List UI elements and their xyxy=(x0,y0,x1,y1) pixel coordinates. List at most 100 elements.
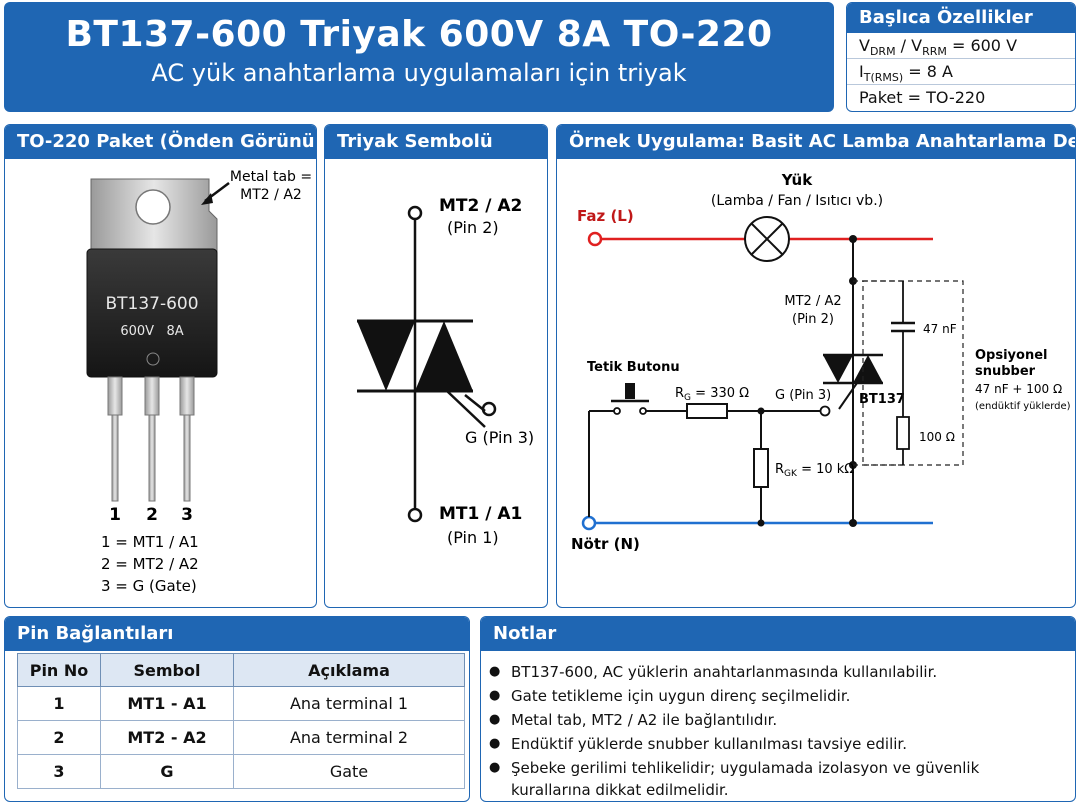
pins-heading: Pin Bağlantıları xyxy=(5,617,469,651)
title-banner: BT137-600 Triyak 600V 8A TO-220 AC yük a… xyxy=(4,2,834,112)
pin-legend-3: 3 = G (Gate) xyxy=(101,577,197,595)
phase-terminal xyxy=(587,231,603,247)
gate-terminal xyxy=(481,401,497,417)
notes-panel: Notlar BT137-600, AC yüklerin anahtarlan… xyxy=(480,616,1076,802)
lead-3 xyxy=(179,376,195,502)
list-item: Metal tab, MT2 / A2 ile bağlantılıdır. xyxy=(489,709,1061,731)
circuit-triac-down xyxy=(823,355,853,383)
snubber-box xyxy=(862,280,964,466)
pins-panel: Pin Bağlantıları Pin No Sembol Açıklama … xyxy=(4,616,470,802)
spec-voltage-value: = 600 V xyxy=(946,36,1018,55)
triac-triangle-up xyxy=(415,321,473,391)
rgk-label: RGK = 10 kΩ xyxy=(775,462,854,479)
body-part-text: BT137-600 xyxy=(105,294,198,314)
phase-label: Faz (L) xyxy=(577,207,634,225)
description-cell: Ana terminal 1 xyxy=(233,686,465,721)
specs-panel: Başlıca Özellikler VDRM / VRRM = 600 V I… xyxy=(846,2,1076,112)
circuit-mt2-label: MT2 / A2 xyxy=(784,294,841,309)
body-dot xyxy=(146,352,160,366)
pin-no-cell: 1 xyxy=(17,686,101,721)
rg-resistor xyxy=(686,403,728,419)
spec-vdrm-symbol: V xyxy=(859,36,870,55)
list-item: Endüktif yüklerde snubber kullanılması t… xyxy=(489,733,1061,755)
symbol-mt2-label: MT2 / A2 xyxy=(439,196,522,216)
notes-heading: Notlar xyxy=(481,617,1075,651)
metal-tab-label-2: MT2 / A2 xyxy=(240,187,302,203)
button-label: Tetik Butonu xyxy=(587,360,680,375)
rgk-resistor xyxy=(753,448,769,488)
snubber-resistor xyxy=(896,416,910,450)
col-description: Açıklama xyxy=(233,653,465,687)
circuit-triac-label: BT137 xyxy=(859,392,905,407)
circuit-diagram: Faz (L) Nötr (N) Yük (Lamba / Fan / Isıt… xyxy=(571,171,1071,553)
tab-arrow-head xyxy=(201,193,213,205)
circuit-panel: Örnek Uygulama: Basit AC Lamba Anahtarla… xyxy=(556,124,1076,608)
pin-no-cell: 2 xyxy=(17,720,101,755)
table-row: 1 MT1 - A1 Ana terminal 1 xyxy=(17,686,465,721)
symbol-mt1-label: MT1 / A1 xyxy=(439,504,522,524)
snubber-cap-label: 47 nF xyxy=(923,322,957,336)
pin-legend-1: 1 = MT1 / A1 xyxy=(101,533,199,551)
specs-heading: Başlıca Özellikler xyxy=(847,3,1075,33)
symbol-cell: G xyxy=(100,754,234,789)
symbol-cell: MT1 - A1 xyxy=(100,686,234,721)
circuit-mt2-pin: (Pin 2) xyxy=(792,312,834,327)
symbol-mt2-pin: (Pin 2) xyxy=(447,218,499,237)
snubber-note-2: snubber xyxy=(975,364,1036,379)
list-item: Gate tetikleme için uygun direnç seçilme… xyxy=(489,685,1061,707)
package-heading: TO-220 Paket (Önden Görünüm) xyxy=(5,125,316,159)
page-title: BT137-600 Triyak 600V 8A TO-220 xyxy=(65,14,773,55)
snubber-note-3: 47 nF + 100 Ω xyxy=(975,382,1062,396)
spec-current-value: = 8 A xyxy=(903,62,953,81)
table-row: 3 G Gate xyxy=(17,754,465,789)
triac-symbol: MT2 / A2 (Pin 2) G (Pin 3) MT1 / A1 (Pin… xyxy=(357,196,534,547)
gate-lead xyxy=(446,390,486,428)
neutral-terminal xyxy=(581,515,597,531)
to220-drawing: BT137-600 600V 8A Metal tab = MT2 / A2 1… xyxy=(86,169,312,595)
pin-number-3: 3 xyxy=(181,505,193,525)
load-desc: (Lamba / Fan / Isıtıcı vb.) xyxy=(711,193,883,209)
mt2-terminal xyxy=(407,205,423,221)
circuit-gate-terminal xyxy=(819,405,831,417)
symbol-mt1-pin: (Pin 1) xyxy=(447,528,499,547)
pin-number-1: 1 xyxy=(109,505,121,525)
symbol-cell: MT2 - A2 xyxy=(100,720,234,755)
col-pin-no: Pin No xyxy=(17,653,101,687)
description-cell: Gate xyxy=(233,754,465,789)
lead-2 xyxy=(144,376,160,502)
lead-1 xyxy=(107,376,123,502)
circuit-heading: Örnek Uygulama: Basit AC Lamba Anahtarla… xyxy=(557,125,1075,159)
neutral-label: Nötr (N) xyxy=(571,535,640,553)
snubber-res-label: 100 Ω xyxy=(919,430,955,444)
pin-no-cell: 3 xyxy=(17,754,101,789)
spec-it-symbol: I xyxy=(859,62,864,81)
pin-number-2: 2 xyxy=(146,505,158,525)
mounting-hole xyxy=(135,189,171,225)
load-title: Yük xyxy=(781,171,813,189)
description-cell: Ana terminal 2 xyxy=(233,720,465,755)
spec-it-sub: T(RMS) xyxy=(863,71,904,85)
pin-legend-2: 2 = MT2 / A2 xyxy=(101,555,199,573)
table-row: 2 MT2 - A2 Ana terminal 2 xyxy=(17,720,465,755)
spec-vdrm-sub: DRM xyxy=(869,45,896,59)
pin-table-header: Pin No Sembol Açıklama xyxy=(17,653,465,687)
package-panel: TO-220 Paket (Önden Görünüm) BT137-600 6… xyxy=(4,124,317,608)
pin-table: Pin No Sembol Açıklama 1 MT1 - A1 Ana te… xyxy=(17,653,465,789)
metal-tab-label-1: Metal tab = xyxy=(230,169,312,185)
page-subtitle: AC yük anahtarlama uygulamaları için tri… xyxy=(151,59,687,87)
mt1-terminal xyxy=(407,507,423,523)
spec-vrrm-sub: RRM xyxy=(922,45,947,59)
circuit-triac-up xyxy=(853,355,883,383)
snubber-note-1: Opsiyonel xyxy=(975,348,1047,363)
symbol-heading: Triyak Sembolü xyxy=(325,125,547,159)
notes-list: BT137-600, AC yüklerin anahtarlanmasında… xyxy=(481,661,1075,801)
rg-label: RG = 330 Ω xyxy=(675,386,749,403)
spec-vrrm-symbol: V xyxy=(911,36,923,55)
spec-package: Paket = TO-220 xyxy=(859,88,986,107)
list-item: Şebeke gerilimi tehlikelidir; uygulamada… xyxy=(489,757,1061,801)
circuit-gate-label: G (Pin 3) xyxy=(775,388,831,403)
list-item: BT137-600, AC yüklerin anahtarlanmasında… xyxy=(489,661,1061,683)
symbol-gate-label: G (Pin 3) xyxy=(465,428,534,447)
body-rating-text: 600V 8A xyxy=(120,324,183,339)
col-symbol: Sembol xyxy=(100,653,234,687)
